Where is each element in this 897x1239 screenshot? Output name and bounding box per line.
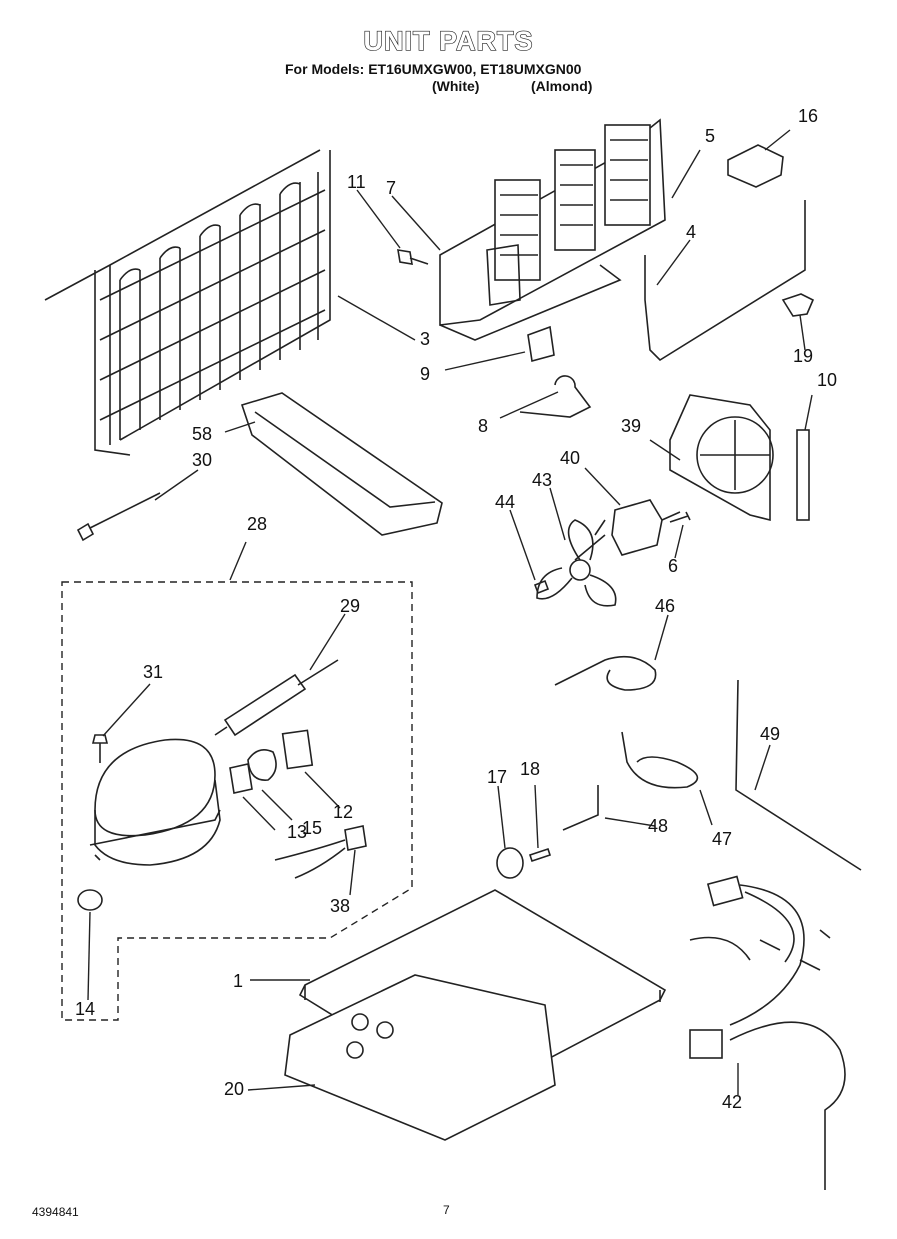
nut-44 xyxy=(533,579,550,595)
fan-motor-40 xyxy=(594,499,681,556)
callout-15: 15 xyxy=(302,818,322,838)
tube-48 xyxy=(562,785,599,831)
callout-9: 9 xyxy=(420,364,430,384)
drier-29 xyxy=(223,659,339,737)
callout-16: 16 xyxy=(798,106,818,126)
callout-58: 58 xyxy=(192,424,212,444)
cord-38 xyxy=(344,825,367,851)
callout-28: 28 xyxy=(247,514,267,534)
part-13 xyxy=(229,763,253,794)
almond-label: (Almond) xyxy=(531,78,593,94)
grommet-14 xyxy=(77,889,103,911)
callout-5: 5 xyxy=(705,126,715,146)
tube-4 xyxy=(644,200,806,362)
leader-lines xyxy=(87,129,813,1095)
clip-19 xyxy=(781,293,815,317)
tie-30 xyxy=(76,492,161,542)
strip-10 xyxy=(796,429,810,521)
callout-20: 20 xyxy=(224,1079,244,1099)
screw-18 xyxy=(528,847,552,863)
fan-blade-43 xyxy=(536,519,617,607)
white-label: (White) xyxy=(432,78,480,94)
callout-labels: 11 7 3 5 4 16 19 10 9 8 58 30 39 40 43 4… xyxy=(75,106,837,1112)
screw-6 xyxy=(669,511,691,523)
callout-43: 43 xyxy=(532,470,552,490)
tube-47 xyxy=(621,731,699,789)
roller-17 xyxy=(496,847,524,879)
callout-30: 30 xyxy=(192,450,212,470)
callout-1: 1 xyxy=(233,971,243,991)
overload-15 xyxy=(247,749,277,781)
callout-19: 19 xyxy=(793,346,813,366)
evaporator xyxy=(439,118,666,341)
fan-shroud-39 xyxy=(669,394,774,522)
callout-4: 4 xyxy=(686,222,696,242)
callout-48: 48 xyxy=(648,816,668,836)
models-line: For Models: ET16UMXGW00, ET18UMXGN00 xyxy=(285,61,582,77)
callout-18: 18 xyxy=(520,759,540,779)
callout-8: 8 xyxy=(478,416,488,436)
panel-20 xyxy=(284,974,556,1141)
page-number: 7 xyxy=(443,1203,450,1217)
tube-46 xyxy=(554,655,657,691)
callout-6: 6 xyxy=(668,556,678,576)
callout-13: 13 xyxy=(287,822,307,842)
callout-29: 29 xyxy=(340,596,360,616)
callout-17: 17 xyxy=(487,767,507,787)
callout-44: 44 xyxy=(495,492,515,512)
callout-10: 10 xyxy=(817,370,837,390)
screw-11 xyxy=(397,249,429,265)
callout-14: 14 xyxy=(75,999,95,1019)
callout-40: 40 xyxy=(560,448,580,468)
callout-47: 47 xyxy=(712,829,732,849)
drain-pan-58 xyxy=(240,392,443,536)
relay-12 xyxy=(281,729,314,770)
callout-3: 3 xyxy=(420,329,430,349)
doc-number: 4394841 xyxy=(32,1205,79,1219)
part-8 xyxy=(519,375,592,418)
condenser-coil xyxy=(44,149,331,456)
callout-11: 11 xyxy=(347,172,366,192)
screw-31 xyxy=(91,734,109,763)
tube-49 xyxy=(735,679,862,871)
callout-39: 39 xyxy=(621,416,641,436)
bracket-9 xyxy=(527,325,555,363)
callout-38: 38 xyxy=(330,896,350,916)
callout-42: 42 xyxy=(722,1092,742,1112)
callout-46: 46 xyxy=(655,596,675,616)
callout-31: 31 xyxy=(143,662,163,682)
compressor-group-28 xyxy=(61,581,413,1021)
callout-7: 7 xyxy=(386,178,396,198)
cap-16 xyxy=(727,144,784,188)
wire-harness-42 xyxy=(689,875,846,1190)
callout-12: 12 xyxy=(333,802,353,822)
page-title: UNIT PARTS xyxy=(363,25,534,56)
compressor xyxy=(89,738,221,866)
callout-49: 49 xyxy=(760,724,780,744)
